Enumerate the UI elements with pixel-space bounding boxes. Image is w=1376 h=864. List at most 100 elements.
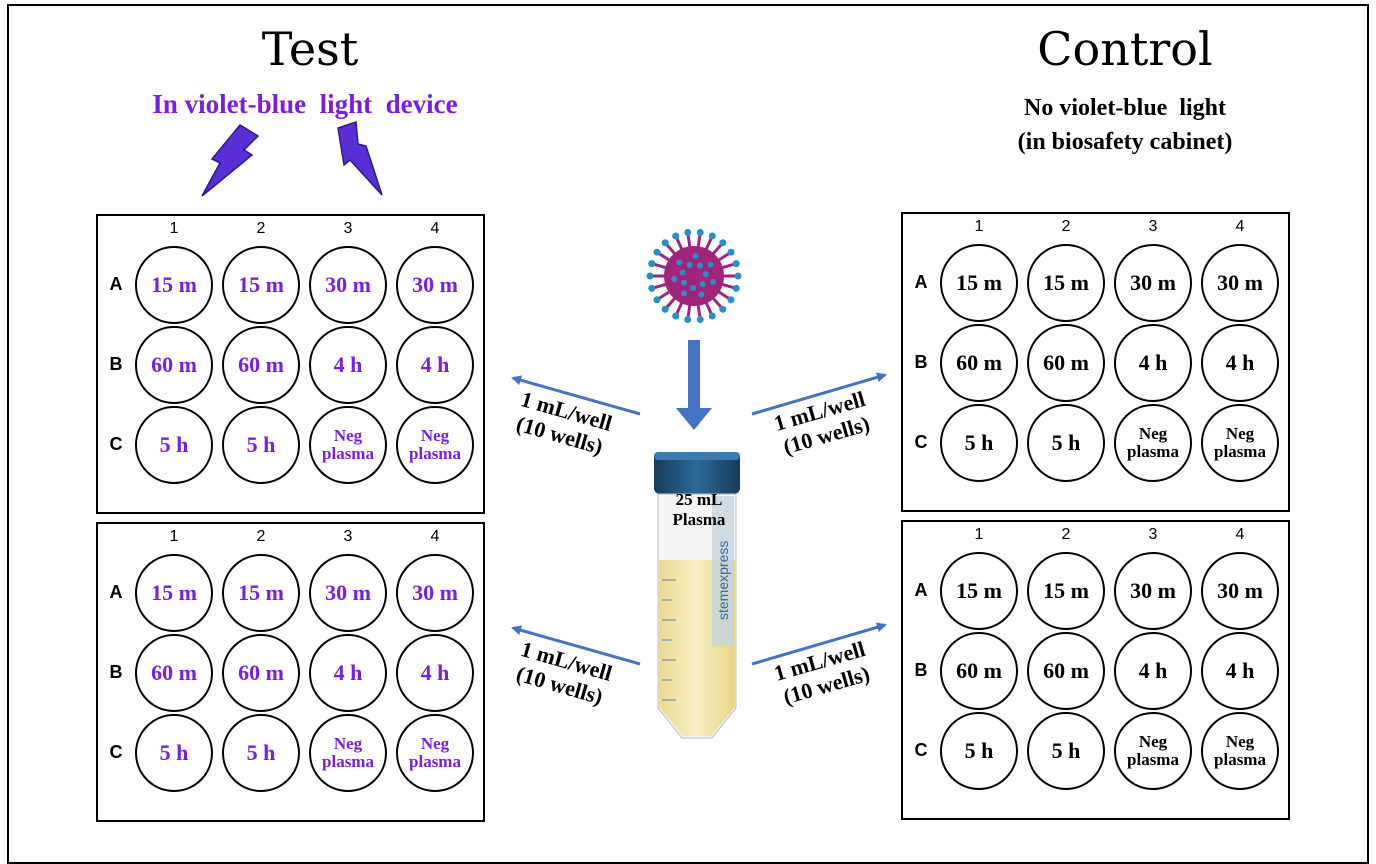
well-B3: 4 h [1114,632,1192,710]
well-C2: 5 h [1027,712,1105,790]
column-number: 1 [974,526,984,543]
virus-spike-tip [653,248,661,256]
well-A2: 15 m [222,246,300,324]
control-subtitle-line2: (in biosafety cabinet) [1017,129,1233,155]
well-C1: 5 h [940,712,1018,790]
well-label: 5 h [159,740,189,765]
well-label: 30 m [412,272,458,297]
well-B2: 60 m [222,634,300,712]
virus-spike-tip [672,312,680,320]
well-label: 60 m [151,660,197,685]
well-label: 4 h [333,660,363,685]
well-B1: 60 m [135,326,213,404]
virus-surface-dot [699,281,706,288]
well-label: plasma [409,444,461,463]
well-B4: 4 h [1201,324,1279,402]
well-label: 30 m [1130,270,1176,295]
well-A2: 15 m [1027,552,1105,630]
down-arrow [676,340,712,430]
well-label: 30 m [1217,578,1263,603]
well-A2: 15 m [222,554,300,632]
control-subtitle-line1: No violet-blue light [1024,95,1226,121]
well-A4: 30 m [396,246,474,324]
well-label: 15 m [238,272,284,297]
well-label: 15 m [1043,578,1089,603]
well-B1: 60 m [135,634,213,712]
column-number: 4 [430,220,440,237]
row-letter: A [109,582,123,602]
column-number: 2 [256,528,266,545]
well-label: plasma [1127,750,1179,769]
well-label: 15 m [956,578,1002,603]
virus-surface-dot [707,261,714,268]
tube-contents: Plasma [672,509,726,529]
well-label: Neg [333,426,363,446]
virus-spike-tip [732,260,740,268]
virus-spike-tip [719,239,727,247]
arrow-to-test-plate-2 [511,625,641,666]
well-label: plasma [1127,442,1179,461]
well-label: 15 m [1043,270,1089,295]
well-label: 4 h [420,352,450,377]
virus-surface-dot [697,262,704,269]
well-label: 60 m [1043,658,1089,683]
well-label: Neg [333,734,363,754]
row-letter: A [914,272,928,292]
well-label: 4 h [1225,350,1255,375]
tube-brand: stemexpress [715,541,731,620]
control-heading: Control [1037,22,1213,76]
well-label: plasma [322,752,374,771]
well-label: 4 h [420,660,450,685]
well-label: 5 h [1051,738,1081,763]
column-number: 1 [974,218,984,235]
virus-surface-dot [676,259,683,266]
well-B2: 60 m [1027,632,1105,710]
virus-spike-tip [727,248,735,256]
column-number: 3 [1148,218,1158,235]
virus-spike-tip [684,316,692,324]
column-number: 2 [256,220,266,237]
column-number: 3 [343,528,353,545]
virus-spike-tip [646,272,654,280]
well-label: 30 m [412,580,458,605]
column-number: 2 [1061,526,1071,543]
well-label: 5 h [246,740,276,765]
well-B2: 60 m [222,326,300,404]
well-C1: 5 h [135,406,213,484]
well-C1: 5 h [940,404,1018,482]
row-letter: B [109,354,123,374]
well-C2: 5 h [222,406,300,484]
virus-spike-tip [661,305,669,313]
arrow-to-control-plate-1 [751,372,887,416]
well-label: 60 m [151,352,197,377]
well-B4: 4 h [1201,632,1279,710]
well-A4: 30 m [396,554,474,632]
well-label: plasma [409,752,461,771]
well-label: Neg [420,734,450,754]
virus-icon [646,228,742,324]
well-label: plasma [322,444,374,463]
well-label: plasma [1214,750,1266,769]
well-B1: 60 m [940,632,1018,710]
virus-spike-tip [708,232,716,240]
well-A2: 15 m [1027,244,1105,322]
well-label: 5 h [964,430,994,455]
lightning-bolt-right-icon [337,120,383,196]
well-label: plasma [1214,442,1266,461]
well-label: 4 h [333,352,363,377]
arrow-to-control-plate-2 [751,622,887,666]
virus-spike-tip [653,296,661,304]
well-A1: 15 m [135,246,213,324]
test-subtitle: In violet-blue light device [152,89,458,119]
well-A3: 30 m [1114,552,1192,630]
well-A1: 15 m [135,554,213,632]
virus-surface-dot [692,253,699,260]
virus-surface-dot [690,284,697,291]
well-label: 5 h [159,432,189,457]
well-label: 15 m [151,580,197,605]
well-label: 5 h [246,432,276,457]
virus-spike-tip [672,232,680,240]
